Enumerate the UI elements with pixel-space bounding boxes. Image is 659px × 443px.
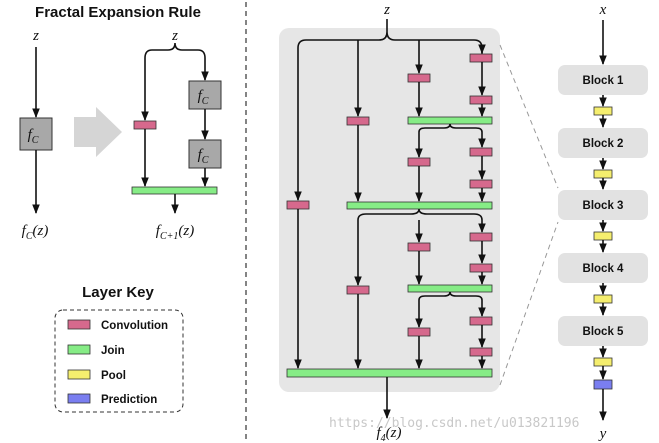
prediction-layer	[593, 379, 613, 390]
fc-box-right-top	[188, 80, 222, 110]
block-1-label: Block 1	[583, 75, 625, 87]
brace-lower	[357, 208, 483, 221]
col3-d-conv	[407, 327, 431, 337]
layer-key: Layer Key Convolution Join Pool Predicti…	[54, 284, 184, 413]
rule-input-z-right: z	[171, 28, 178, 44]
pool-2	[593, 169, 613, 179]
col2-lower-conv	[346, 285, 370, 295]
block-2	[558, 128, 648, 158]
block-3	[558, 190, 648, 220]
key-swatch-prediction	[67, 393, 91, 404]
rule-conv	[133, 120, 157, 130]
col4-d-conv2	[469, 347, 493, 357]
block-5-label: Block 5	[583, 326, 625, 338]
layer-key-box	[54, 309, 184, 413]
key-swatch-join	[67, 344, 91, 355]
rule-title: Fractal Expansion Rule	[35, 4, 201, 21]
rule-output-left: fC(z)	[22, 223, 49, 242]
col4-a-conv2	[469, 95, 493, 105]
brace-upper-2	[418, 123, 483, 133]
fc-label-right-top: fC	[198, 88, 209, 107]
col4-b-conv2	[469, 179, 493, 189]
pool-3	[593, 231, 613, 241]
key-label-prediction: Prediction	[101, 394, 157, 406]
key-swatch-pool	[67, 369, 91, 380]
fractal-top-brace	[297, 31, 483, 49]
watermark-text: https://blog.csdn.net/u013821196	[329, 416, 579, 431]
block-2-label: Block 2	[583, 138, 624, 150]
layer-key-title: Layer Key	[82, 284, 154, 301]
pool-1	[593, 106, 613, 116]
col1-conv	[286, 200, 310, 210]
network-input-x: x	[599, 2, 607, 18]
block-5	[558, 316, 648, 346]
col4-d-conv1	[469, 316, 493, 326]
col3-a-conv	[407, 73, 431, 83]
fractal-input-z: z	[383, 2, 390, 18]
zoom-line-top	[499, 44, 559, 189]
col4-c-conv1	[469, 232, 493, 242]
col3-c-conv	[407, 242, 431, 252]
network-column: x Block 1 Block 2 Block 3 Block 4 Block …	[558, 2, 648, 442]
rule-join	[131, 186, 218, 195]
join-lower-inner	[407, 284, 493, 293]
col3-b-conv	[407, 157, 431, 167]
fc-label-left: fC	[28, 127, 39, 146]
fractal-f4: z	[279, 2, 500, 443]
fractal-panel	[279, 28, 500, 392]
col4-c-conv2	[469, 263, 493, 273]
expansion-arrow-icon	[74, 107, 122, 157]
zoom-line-bottom	[499, 221, 559, 386]
block-3-label: Block 3	[583, 200, 624, 212]
key-label-join: Join	[101, 345, 125, 357]
col4-a-conv1	[469, 53, 493, 63]
block-4-label: Block 4	[583, 263, 625, 275]
rule-brace	[144, 42, 206, 59]
key-label-pool: Pool	[101, 370, 126, 382]
fractal-expansion-rule: Fractal Expansion Rule z fC fC(z) z fC f…	[19, 4, 222, 242]
pool-4	[593, 294, 613, 304]
network-output-y: y	[598, 426, 607, 442]
join-upper-inner	[407, 116, 493, 125]
fc-label-right-bottom: fC	[198, 147, 209, 166]
pool-5	[593, 357, 613, 367]
block-4	[558, 253, 648, 283]
col4-b-conv1	[469, 147, 493, 157]
rule-input-z-left: z	[32, 28, 39, 44]
join-upper-outer	[346, 201, 493, 210]
col2-upper-conv	[346, 116, 370, 126]
block-1	[558, 65, 648, 95]
key-label-convolution: Convolution	[101, 320, 168, 332]
rule-output-right: fC+1(z)	[156, 223, 194, 242]
key-swatch-convolution	[67, 319, 91, 330]
brace-lower-2	[418, 291, 483, 301]
join-final	[286, 368, 493, 378]
